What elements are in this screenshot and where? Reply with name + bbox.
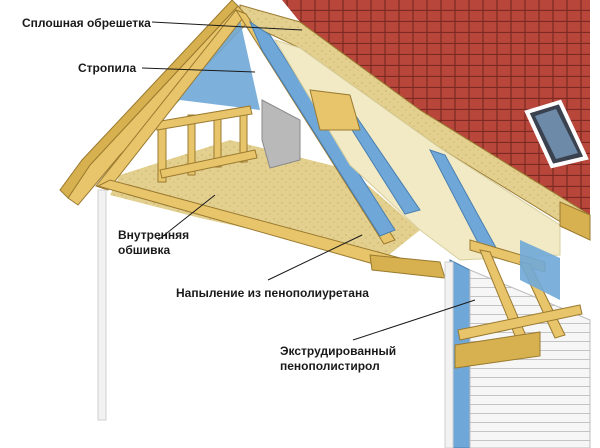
label-rafters: Стропила (78, 61, 137, 75)
corner-post (97, 189, 107, 421)
label-solid-sheathing: Сплошная обрешетка (22, 16, 151, 30)
label-pu-foam: Напыление из пенополиуретана (176, 286, 369, 300)
label-xps: Экструдированный пенополистирол (280, 344, 397, 373)
knee-wall-framing (454, 239, 583, 369)
leader-lines (141, 21, 476, 341)
collar-tie (309, 89, 361, 131)
eave-fascia (559, 201, 591, 241)
roof-tiles (282, 0, 590, 215)
label-inner-lining: Внутренняя обшивка (118, 228, 190, 257)
inner-lining-panel (261, 99, 301, 169)
